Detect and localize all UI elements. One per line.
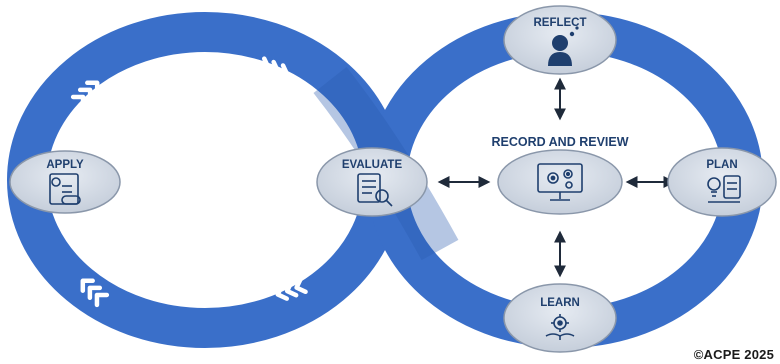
node-plan: PLAN <box>667 147 777 217</box>
gear-book-icon <box>545 314 575 340</box>
node-reflect: REFLECT <box>503 5 617 75</box>
direction-chevrons <box>70 56 308 308</box>
monitor-gears-icon <box>537 163 583 201</box>
chevrons-bottom-left-icon <box>80 278 110 308</box>
node-apply-label: APPLY <box>46 159 84 171</box>
connector-arrows <box>437 77 676 278</box>
lightbulb-plan-icon <box>707 175 741 203</box>
thinking-person-icon <box>548 26 579 66</box>
copyright-notice: ©ACPE 2025 <box>693 347 774 362</box>
node-evaluate: EVALUATE <box>316 147 428 217</box>
node-plan-label: PLAN <box>706 159 737 171</box>
chevrons-top-center-icon <box>257 56 290 81</box>
node-apply: APPLY <box>9 150 121 214</box>
center-title: RECORD AND REVIEW <box>491 135 628 149</box>
node-evaluate-label: EVALUATE <box>342 159 403 171</box>
node-learn: LEARN <box>503 283 617 353</box>
center-record-and-review: RECORD AND REVIEW <box>491 135 629 215</box>
checklist-magnifier-icon <box>357 173 393 207</box>
node-learn-label: LEARN <box>540 297 580 309</box>
chevrons-top-left-icon <box>70 80 100 110</box>
chevrons-bottom-center-icon <box>275 276 308 301</box>
prescription-icon <box>49 173 81 205</box>
node-reflect-label: REFLECT <box>533 17 586 29</box>
